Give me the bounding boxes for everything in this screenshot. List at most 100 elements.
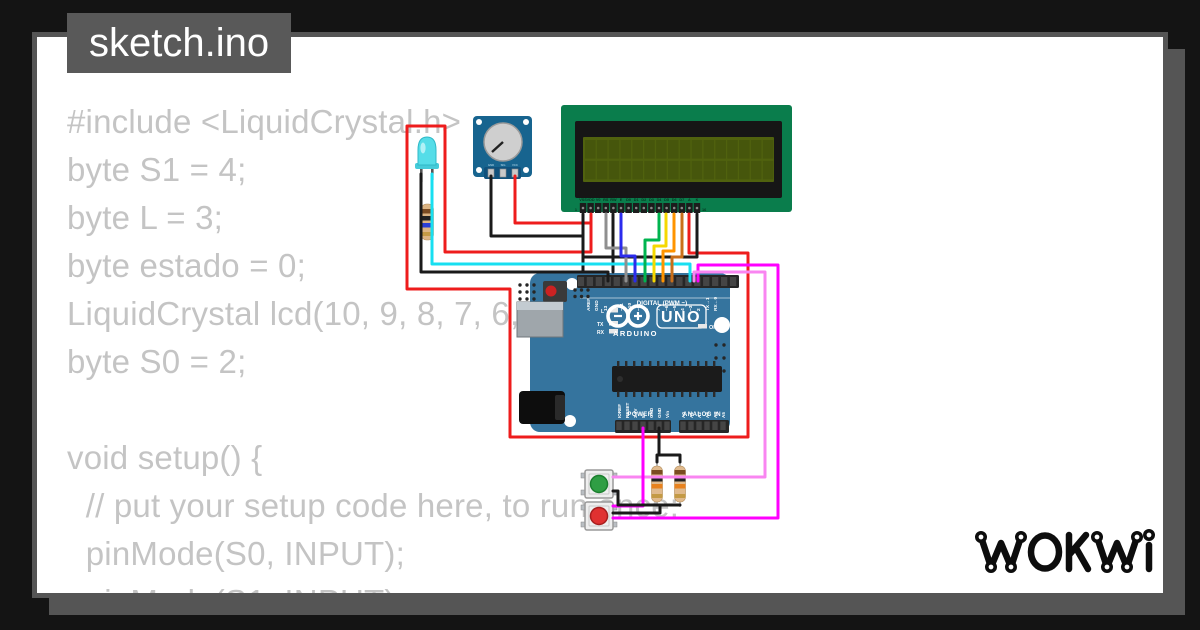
svg-text:A0: A0 bbox=[681, 412, 686, 418]
power-header-pins bbox=[616, 421, 726, 430]
analog-section-label: ANALOG IN bbox=[683, 412, 721, 418]
tx-label: TX bbox=[597, 322, 604, 328]
logo-letter-w1 bbox=[977, 533, 1025, 571]
svg-text:TX→1: TX→1 bbox=[705, 297, 711, 311]
led-highlight bbox=[420, 142, 426, 154]
chip-notch bbox=[617, 376, 623, 382]
mounting-hole bbox=[714, 317, 730, 333]
logo-node-rings bbox=[975, 529, 1156, 573]
digital-pwm-label: DIGITAL (PWM ~) bbox=[637, 300, 687, 307]
svg-text:E: E bbox=[620, 198, 623, 202]
code-line: void setup() { bbox=[67, 439, 263, 476]
chip-legs bbox=[617, 361, 716, 397]
code-line: byte S1 = 4; bbox=[67, 151, 247, 188]
svg-text:GND: GND bbox=[657, 407, 662, 418]
aux-pin-dots bbox=[518, 283, 590, 301]
sketch-title-tab: sketch.ino bbox=[67, 13, 292, 73]
pot-hole bbox=[476, 119, 482, 125]
atmega-chip bbox=[612, 366, 722, 392]
power-section-label: POWER bbox=[627, 412, 652, 418]
svg-text:13: 13 bbox=[603, 305, 609, 311]
code-line: pinMode(S1, INPUT); bbox=[67, 578, 679, 593]
lcd-character-cells bbox=[585, 140, 774, 180]
red-button-cap[interactable] bbox=[589, 506, 609, 526]
svg-text:~10: ~10 bbox=[627, 303, 633, 311]
code-line: LiquidCrystal lcd(10, 9, 8, 7, 6, 5); bbox=[67, 295, 568, 332]
led-cyan bbox=[415, 136, 439, 182]
wire-green-d4 bbox=[643, 212, 661, 283]
arduino-brand-label: ARDUINO bbox=[613, 329, 658, 338]
wires-layer bbox=[405, 124, 780, 520]
wire-darkorange-d7 bbox=[670, 212, 684, 283]
wire-red-pot bbox=[513, 174, 593, 225]
svg-text:2: 2 bbox=[696, 308, 702, 311]
wire-yellow-d5 bbox=[652, 212, 668, 283]
wire-blue-e bbox=[619, 212, 637, 283]
svg-text:K: K bbox=[696, 198, 699, 202]
svg-text:RESET: RESET bbox=[625, 402, 630, 418]
svg-text:~5: ~5 bbox=[672, 305, 678, 311]
resistor-2 bbox=[674, 460, 686, 507]
wire-pink-s1 bbox=[611, 270, 767, 479]
pot-hole bbox=[523, 167, 529, 173]
wire-black-red-button bbox=[611, 503, 662, 515]
arduino-logo-icon bbox=[606, 304, 650, 328]
pot-hole bbox=[476, 167, 482, 173]
power-jack-barrel bbox=[555, 395, 565, 420]
wire-gray-rs bbox=[604, 212, 628, 283]
code-line: pinMode(S0, INPUT); bbox=[67, 535, 405, 572]
svg-text:RS: RS bbox=[603, 198, 609, 202]
pot-hole bbox=[523, 119, 529, 125]
pushbutton-green[interactable] bbox=[580, 469, 618, 499]
wire-black-bus bbox=[419, 172, 610, 283]
svg-text:A5: A5 bbox=[721, 412, 726, 418]
svg-text:GND: GND bbox=[488, 163, 494, 167]
logo-letter-o bbox=[1027, 532, 1063, 572]
svg-text:A4: A4 bbox=[713, 412, 718, 418]
wire-magenta-s0 bbox=[611, 263, 780, 520]
svg-text:D7: D7 bbox=[679, 198, 684, 202]
svg-text:RW: RW bbox=[610, 198, 617, 202]
reset-button-cap[interactable] bbox=[545, 285, 557, 297]
power-jack bbox=[519, 391, 565, 424]
rx-label: RX bbox=[597, 330, 605, 336]
pot-indicator bbox=[491, 141, 504, 153]
pushbutton-red[interactable] bbox=[580, 501, 618, 531]
lcd-pin-number-16: 16 bbox=[702, 208, 706, 212]
mounting-hole bbox=[566, 278, 578, 290]
svg-text:A1: A1 bbox=[689, 412, 694, 418]
mounting-hole bbox=[564, 415, 576, 427]
svg-text:VSS: VSS bbox=[579, 198, 587, 202]
wokwi-logo bbox=[975, 529, 1156, 573]
svg-text:VDD: VDD bbox=[587, 198, 595, 202]
on-led bbox=[698, 324, 707, 329]
svg-text:GND: GND bbox=[594, 300, 600, 311]
code-line: byte L = 3; bbox=[67, 199, 224, 236]
svg-text:A2: A2 bbox=[697, 412, 702, 418]
svg-text:A3: A3 bbox=[705, 412, 710, 418]
svg-text:~3: ~3 bbox=[688, 305, 694, 311]
green-button-cap[interactable] bbox=[589, 474, 609, 494]
svg-text:RX←0: RX←0 bbox=[713, 297, 719, 311]
code-line: byte S0 = 2; bbox=[67, 343, 247, 380]
led-body bbox=[417, 136, 437, 166]
wire-black-green-button bbox=[611, 489, 682, 507]
content-layer: #include <LiquidCrystal.h>byte S1 = 4;by… bbox=[37, 37, 1163, 593]
code-editor-text: #include <LiquidCrystal.h>byte S1 = 4;by… bbox=[67, 98, 679, 593]
svg-text:D0: D0 bbox=[626, 198, 631, 202]
usb-connector-top bbox=[517, 302, 563, 310]
wire-black-k bbox=[581, 212, 699, 259]
lcd-screen bbox=[583, 137, 774, 182]
svg-text:A: A bbox=[688, 198, 691, 202]
svg-text:5V: 5V bbox=[641, 411, 646, 418]
led-l-label: L bbox=[601, 309, 604, 315]
wire-black-pot bbox=[489, 174, 585, 238]
wire-red-5v-loop bbox=[405, 124, 750, 439]
sketch-title-label: sketch.ino bbox=[89, 21, 270, 65]
svg-text:~9: ~9 bbox=[636, 305, 642, 311]
